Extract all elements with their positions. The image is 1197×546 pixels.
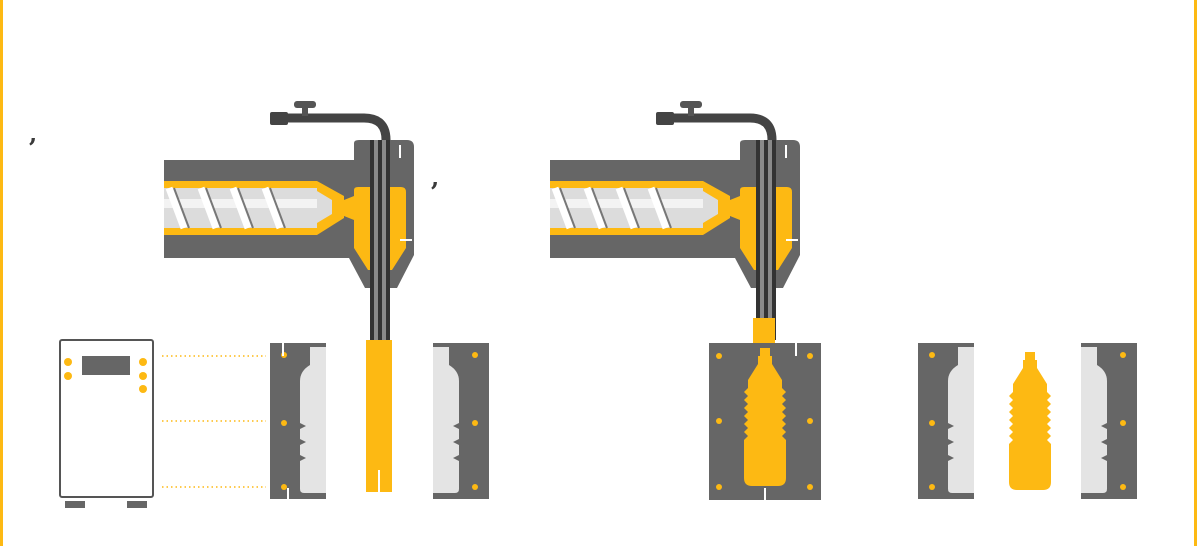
screw-barrel-2 — [550, 101, 800, 340]
indicator-light — [139, 358, 147, 366]
mould-right-3 — [1081, 343, 1137, 499]
indicator-light — [64, 372, 72, 380]
parison-1 — [366, 340, 392, 492]
controller-cabinet — [59, 339, 154, 508]
right-border — [1194, 0, 1197, 546]
stage-ejection — [918, 343, 1137, 499]
cabinet-foot — [127, 501, 147, 508]
signal-lines — [162, 355, 266, 488]
stage-blowing — [550, 101, 821, 500]
indicator-light — [139, 372, 147, 380]
cabinet-foot — [65, 501, 85, 508]
display-panel — [82, 356, 130, 375]
mould-left-3 — [918, 343, 974, 499]
indicator-light — [64, 358, 72, 366]
left-border — [0, 0, 3, 546]
stage-injection — [59, 101, 489, 508]
screw-barrel-1 — [164, 101, 414, 340]
finished-bottle — [1009, 352, 1051, 490]
mould-right-1 — [433, 343, 489, 499]
mould-left-1 — [270, 343, 326, 499]
apostrophe-mark-left: ’ — [28, 134, 38, 164]
indicator-light — [139, 385, 147, 393]
apostrophe-mark-mid: ’ — [430, 178, 440, 208]
